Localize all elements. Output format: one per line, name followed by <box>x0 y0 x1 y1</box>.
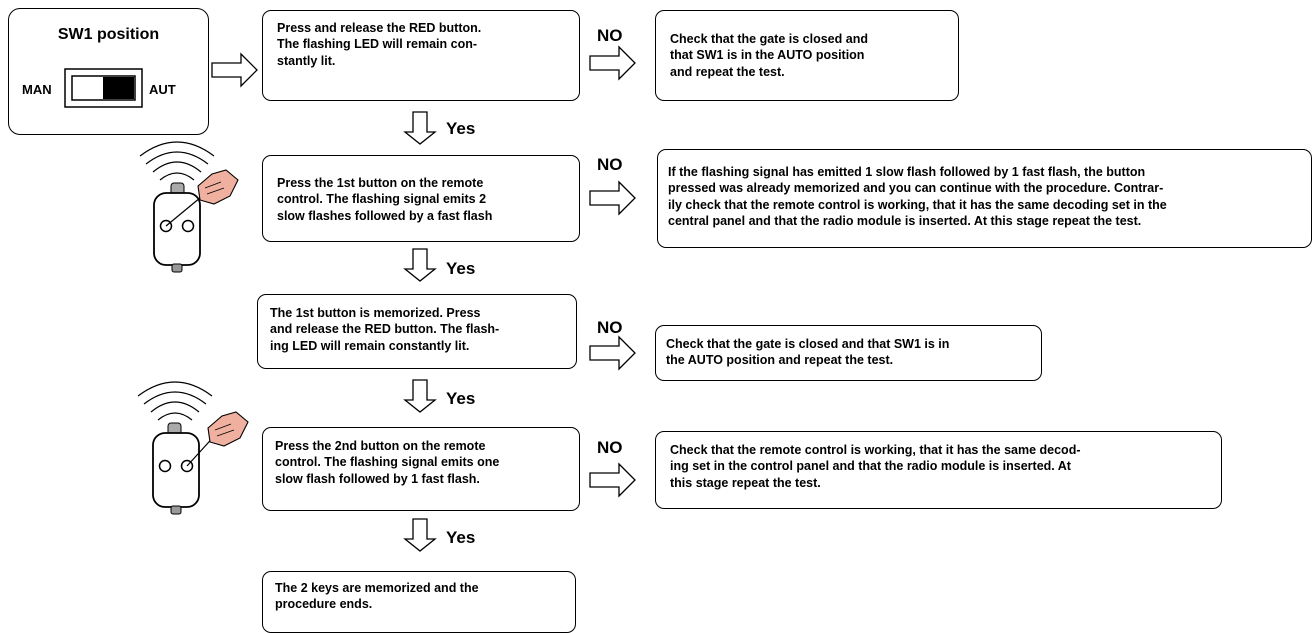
yes-label-1: Yes <box>446 119 476 138</box>
hollow-arrow-right-icon <box>589 463 636 497</box>
sw1-position-box: SW1 position MAN AUT <box>8 8 209 135</box>
no-label-4: NO <box>597 438 623 457</box>
hollow-arrow-right-icon <box>589 181 636 215</box>
hollow-arrow-down-icon <box>404 248 436 282</box>
step-3-box: The 1st button is memorized. Press and r… <box>257 294 577 369</box>
remote-control-icon <box>152 422 200 515</box>
yes-label-4: Yes <box>446 528 476 547</box>
hollow-arrow-right-icon <box>589 336 636 370</box>
step-4-box: Press the 2nd button on the remote contr… <box>262 427 580 511</box>
fail-1-box: Check that the gate is closed and that S… <box>655 10 959 101</box>
fail-3-box: Check that the gate is closed and that S… <box>655 325 1042 381</box>
remote-control-2 <box>137 381 249 515</box>
yes-label-3: Yes <box>446 389 476 408</box>
hollow-arrow-down-icon <box>404 379 436 413</box>
radio-waves-icon <box>139 141 215 181</box>
hand-pressing-icon <box>165 169 239 227</box>
yes-label-2: Yes <box>446 259 476 278</box>
remote-control-1 <box>139 141 239 273</box>
step-5-box: The 2 keys are memorized and the procedu… <box>262 571 576 633</box>
sw1-man-label: MAN <box>22 82 52 97</box>
no-label-3: NO <box>597 318 623 337</box>
sw1-aut-label: AUT <box>149 82 176 97</box>
step-1-box: Press and release the RED button. The fl… <box>262 10 580 101</box>
dip-switch-icon <box>64 68 143 108</box>
hollow-arrow-down-icon <box>404 111 436 145</box>
no-label-2: NO <box>597 155 623 174</box>
hand-pressing-icon <box>186 411 249 467</box>
sw1-title: SW1 position <box>57 26 160 43</box>
radio-waves-icon <box>137 381 213 421</box>
hollow-arrow-down-icon <box>404 518 436 552</box>
step-2-box: Press the 1st button on the remote contr… <box>262 155 580 242</box>
remote-control-icon <box>153 182 201 273</box>
fail-4-box: Check that the remote control is working… <box>655 431 1222 509</box>
no-label-1: NO <box>597 26 623 45</box>
hollow-arrow-right-icon <box>589 46 636 80</box>
fail-2-box: If the flashing signal has emitted 1 slo… <box>657 149 1312 248</box>
hollow-arrow-right-icon <box>211 53 258 87</box>
